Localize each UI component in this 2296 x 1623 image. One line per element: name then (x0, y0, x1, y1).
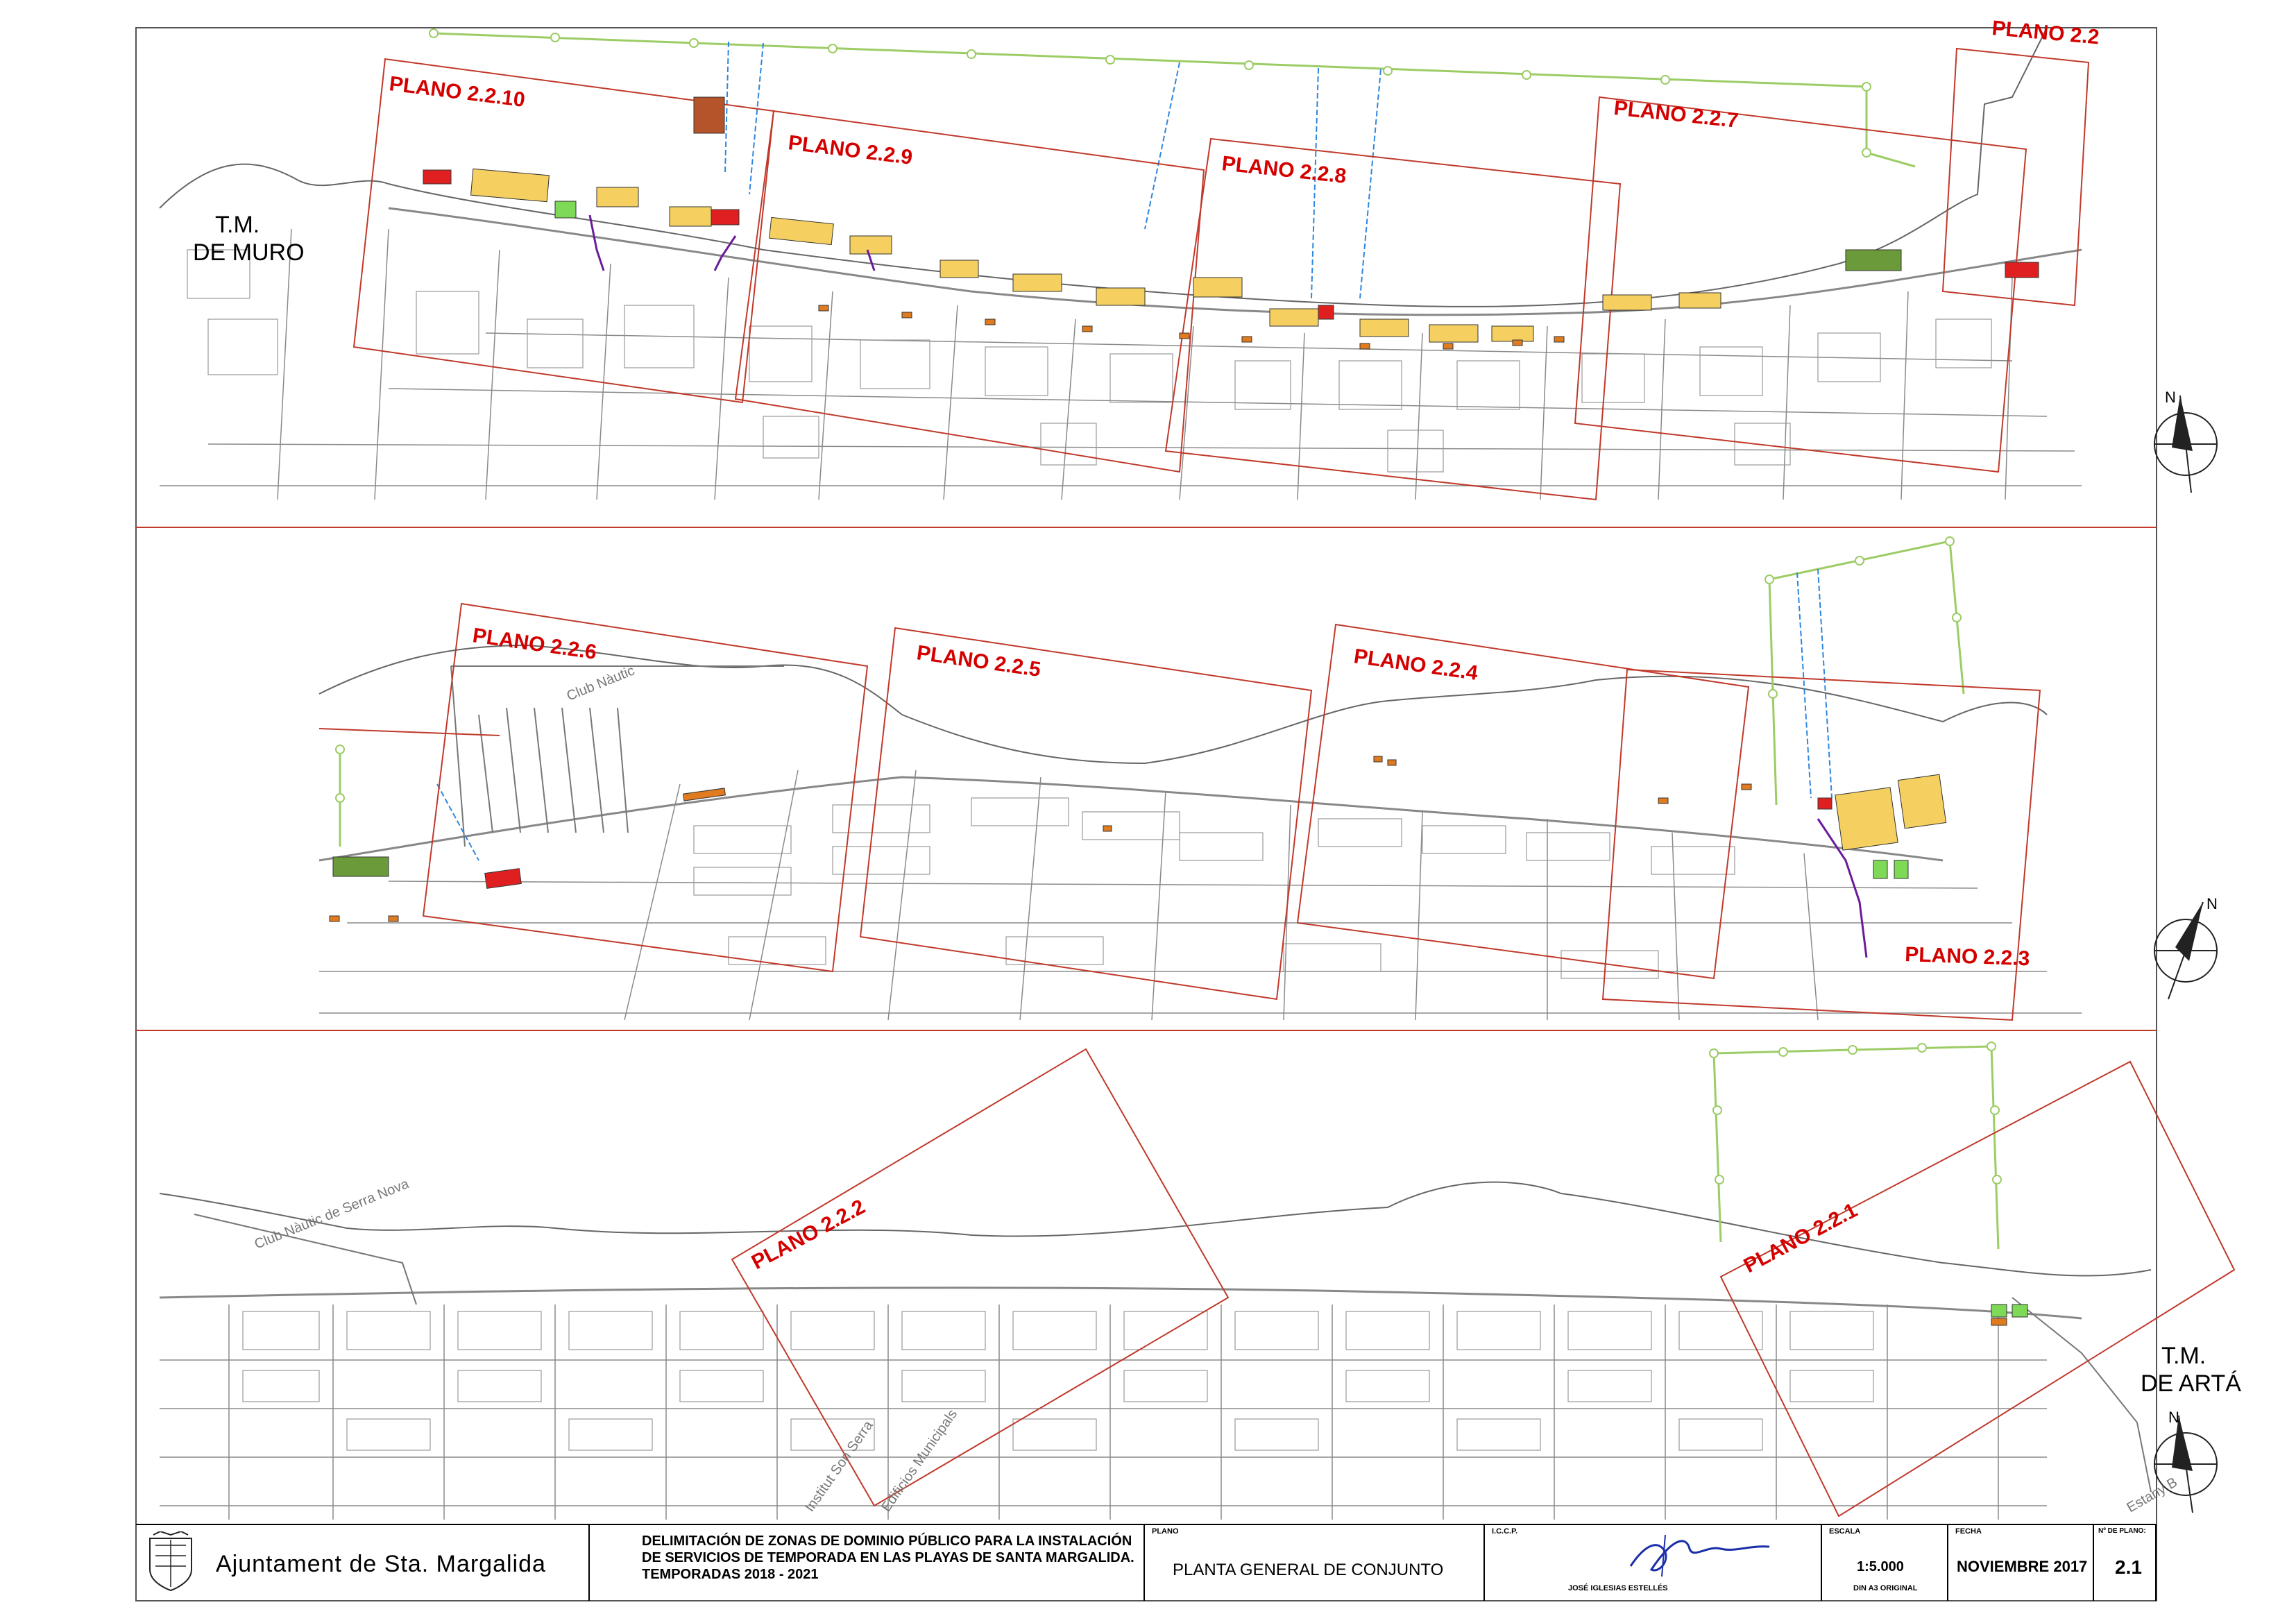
scale-label: ESCALA (1829, 1527, 1861, 1536)
date-value: NOVIEMBRE 2017 (1957, 1558, 2088, 1575)
sheet-number: 2.1 (2115, 1556, 2142, 1578)
tm-muro-label-2: DE MURO (193, 239, 305, 266)
plan-label: PLANO 2.2.9 (787, 131, 914, 169)
tm-muro-label-1: T.M. (215, 212, 260, 238)
scale-value: 1:5.000 (1857, 1559, 1904, 1574)
tm-arta-label-1: T.M. (2161, 1343, 2206, 1369)
iccp-label: I.C.C.P. (1492, 1527, 1518, 1536)
plan-labels: PLANO 2.2.10 PLANO 2.2.9 PLANO 2.2.8 PLA… (388, 17, 2100, 1277)
north-arrow-icon: N (2154, 895, 2218, 1000)
scale-cell: ESCALA 1:5.000 DIN A3 ORIGINAL (1821, 1524, 1947, 1601)
plan-label: PLANO 2.2.2 (748, 1196, 869, 1275)
project-title-line1: DELIMITACIÓN DE ZONAS DE DOMINIO PÚBLICO… (642, 1533, 1132, 1549)
plan-label: PLANO 2.2.3 (1905, 943, 2030, 970)
annotation-institut: Institut Son Serra (802, 1418, 876, 1515)
svg-text:N: N (2168, 1409, 2179, 1426)
engineer-cell: I.C.C.P. JOSÉ IGLESIAS ESTELLÉS (1483, 1524, 1821, 1601)
paper-size: DIN A3 ORIGINAL (1853, 1584, 1918, 1592)
panel-south-beach (159, 1042, 2236, 1520)
svg-text:N: N (2165, 389, 2176, 406)
tm-arta-label-2: DE ARTÁ (2141, 1370, 2241, 1397)
project-cell: DELIMITACIÓN DE ZONAS DE DOMINIO PÚBLICO… (588, 1524, 1143, 1601)
plan-label: PLANO 2.2.7 (1613, 96, 1740, 133)
north-arrow-icon: N (2154, 389, 2218, 493)
svg-text:N: N (2206, 895, 2218, 912)
plano-cell: PLANO PLANTA GENERAL DE CONJUNTO (1143, 1524, 1483, 1601)
sheet-frame (135, 27, 2157, 1601)
plan-label: PLANO 2.2.6 (471, 624, 598, 664)
signature-icon (1629, 1534, 1770, 1577)
plano-label: PLANO (1152, 1527, 1179, 1536)
title-block: Ajuntament de Sta. Margalida DELIMITACIÓ… (136, 1524, 2157, 1601)
plan-label: PLANO 2.2.4 (1352, 645, 1479, 685)
engineer-name: JOSÉ IGLESIAS ESTELLÉS (1568, 1584, 1668, 1592)
organization-cell: Ajuntament de Sta. Margalida (136, 1524, 588, 1601)
annotation-estany: Estany B (2125, 1475, 2180, 1515)
plan-label: PLANO 2.2.10 (388, 72, 526, 112)
date-label: FECHA (1955, 1527, 1982, 1536)
north-arrow-icon: N (2154, 1409, 2218, 1513)
panel-north-beach (159, 27, 2090, 501)
annotation-club-nautic: Club Nàutic (565, 663, 637, 704)
plan-label: PLANO 2.2.1 (1740, 1199, 1861, 1278)
panel-central-beach (318, 536, 2082, 1021)
plano-title: PLANTA GENERAL DE CONJUNTO (1173, 1561, 1444, 1579)
sheet-number-cell: Nº DE PLANO: 2.1 (2093, 1524, 2157, 1601)
sheet-number-label: Nº DE PLANO: (2098, 1527, 2146, 1535)
date-cell: FECHA NOVIEMBRE 2017 (1947, 1524, 2093, 1601)
plan-label: PLANO 2.2.8 (1221, 152, 1347, 188)
plan-label: PLANO 2.2 (1991, 17, 2100, 49)
project-title-line2: DE SERVICIOS DE TEMPORADA EN LAS PLAYAS … (642, 1550, 1134, 1565)
annotation-edificios: Edificios Municipals (878, 1407, 960, 1515)
coat-of-arms-icon (149, 1531, 192, 1592)
organization-name: Ajuntament de Sta. Margalida (216, 1551, 546, 1577)
project-title-line3: TEMPORADAS 2018 - 2021 (642, 1567, 819, 1582)
